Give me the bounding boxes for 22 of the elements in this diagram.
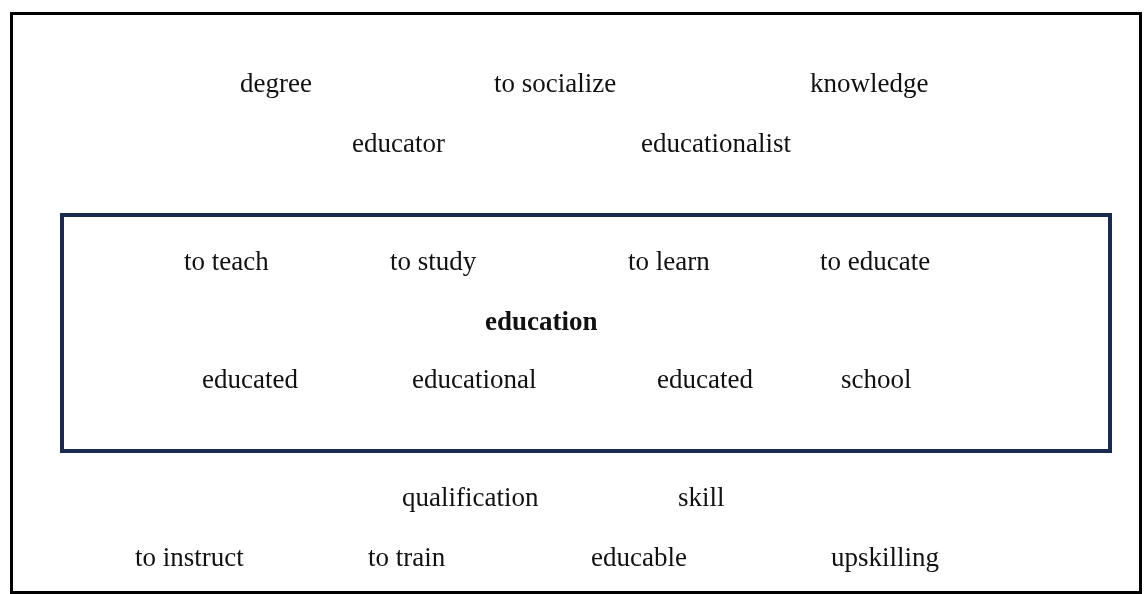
word: to learn	[628, 245, 710, 277]
highlight-box	[60, 213, 1112, 453]
word: education	[485, 305, 598, 337]
word: educated	[202, 363, 298, 395]
frame-box	[10, 12, 1142, 594]
word: to teach	[184, 245, 269, 277]
word: qualification	[402, 481, 539, 513]
word: educator	[352, 127, 445, 159]
word: to instruct	[135, 541, 244, 573]
word: degree	[240, 67, 312, 99]
word: school	[841, 363, 912, 395]
word: to socialize	[494, 67, 617, 99]
word: upskilling	[831, 541, 939, 573]
word: educationalist	[641, 127, 791, 159]
word: skill	[678, 481, 725, 513]
word: knowledge	[810, 67, 929, 99]
word: to educate	[820, 245, 931, 277]
word: educational	[412, 363, 537, 395]
word: educated	[657, 363, 753, 395]
word: to train	[368, 541, 446, 573]
word: educable	[591, 541, 687, 573]
word: to study	[390, 245, 477, 277]
